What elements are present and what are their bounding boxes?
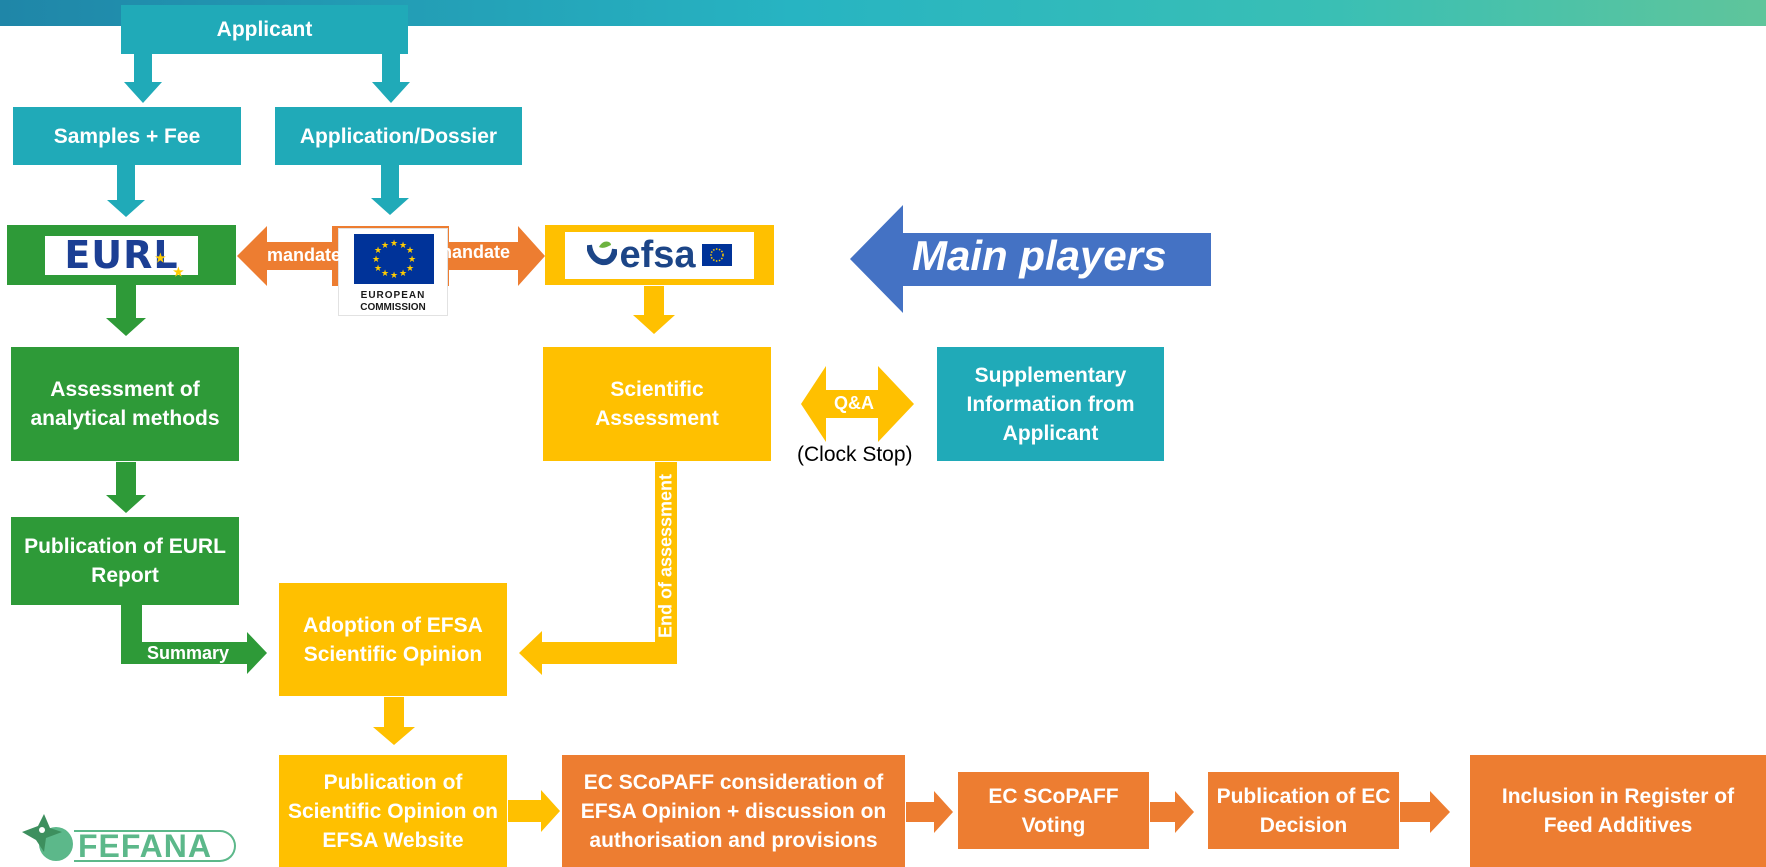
applicant-label: Applicant	[216, 18, 313, 41]
scientific-assessment-box: Scientific Assessment	[543, 347, 771, 461]
arrow-applicant-to-dossier	[372, 52, 410, 103]
arrow-efsa-to-scientific	[633, 286, 675, 334]
assessment-methods-box: Assessment of analytical methods	[11, 347, 239, 461]
mandate-right-label: mandate	[436, 242, 511, 262]
fefana-animal-icon	[22, 814, 73, 861]
summary-label: Summary	[147, 643, 230, 663]
ec-logo-line1: EUROPEAN	[360, 290, 426, 301]
svg-text:★: ★	[399, 241, 407, 251]
main-players-label: Main players	[912, 232, 1167, 279]
arrow-eurl-report-summary	[121, 605, 267, 674]
adoption-opinion-label: Adoption of EFSA Scientific Opinion	[303, 613, 483, 666]
scopaff-voting-label: EC SCoPAFF Voting	[988, 784, 1119, 837]
svg-text:★: ★	[399, 269, 407, 279]
scopaff-consideration-box: EC SCoPAFF consideration of EFSA Opinion…	[562, 755, 905, 867]
arrow-samples-to-eurl	[107, 165, 145, 217]
mandate-left-label: mandate	[267, 245, 342, 265]
svg-text:★: ★	[381, 241, 389, 251]
eurl-logo-text: EURL	[64, 232, 179, 277]
arrow-eurl-to-assessment	[106, 285, 146, 336]
publication-decision-box: Publication of EC Decision	[1208, 772, 1399, 849]
scopaff-voting-box: EC SCoPAFF Voting	[958, 772, 1149, 849]
publication-decision-label: Publication of EC Decision	[1216, 784, 1391, 837]
end-of-assessment-label: End of assessment	[655, 473, 676, 639]
eu-flag-icon: ★★★ ★★★ ★★★ ★★★	[354, 234, 434, 284]
european-commission-logo: ★★★ ★★★ ★★★ ★★★ EUROPEAN COMMISSION	[338, 228, 448, 316]
inclusion-register-label: Inclusion in Register of Feed Additives	[1501, 785, 1735, 837]
svg-text:★: ★	[374, 264, 382, 274]
svg-text:★: ★	[406, 246, 414, 256]
arrow-end-of-assessment	[519, 462, 677, 675]
publication-eurl-box: Publication of EURL Report	[11, 517, 239, 605]
svg-text:★: ★	[406, 264, 414, 274]
arrow-voting-to-publication	[1150, 791, 1194, 833]
clock-stop-label: (Clock Stop)	[797, 443, 913, 466]
efsa-logo-text: efsa	[619, 234, 696, 276]
fefana-logo-text: FEFANA	[78, 828, 212, 864]
application-dossier-label: Application/Dossier	[299, 124, 498, 148]
efsa-logo: efsa	[565, 231, 754, 279]
inclusion-register-box: Inclusion in Register of Feed Additives	[1470, 755, 1766, 867]
svg-text:★: ★	[408, 255, 416, 265]
publication-eurl-label: Publication of EURL Report	[24, 535, 226, 587]
arrow-dossier-to-ec	[371, 165, 409, 215]
svg-text:★: ★	[372, 255, 380, 265]
assessment-methods-label: Assessment of analytical methods	[30, 378, 220, 430]
ec-logo-line2: COMMISSION	[360, 302, 426, 313]
svg-text:★: ★	[390, 239, 398, 249]
applicant-box: Applicant	[121, 5, 408, 54]
samples-fee-box: Samples + Fee	[13, 107, 241, 165]
adoption-opinion-box: Adoption of EFSA Scientific Opinion	[279, 583, 507, 696]
arrow-publication-to-scopaff	[508, 790, 560, 832]
samples-fee-label: Samples + Fee	[53, 124, 201, 148]
svg-text:★: ★	[374, 246, 382, 256]
publication-opinion-label: Publication of Scientific Opinion on EFS…	[288, 770, 498, 852]
publication-opinion-box: Publication of Scientific Opinion on EFS…	[279, 755, 507, 867]
efsa-logo-box: efsa	[545, 225, 774, 285]
eurl-star-icon: ★	[155, 250, 166, 265]
arrow-scopaff-to-voting	[906, 791, 953, 833]
qa-label: Q&A	[834, 393, 874, 413]
eurl-logo: EURL ★ ★	[45, 232, 198, 279]
arrow-assessment-to-publication	[106, 462, 146, 513]
application-dossier-box: Application/Dossier	[275, 107, 522, 165]
scopaff-consideration-label: EC SCoPAFF consideration of EFSA Opinion…	[580, 770, 887, 852]
efsa-leaf-icon	[587, 241, 618, 265]
arrow-adoption-to-publication	[373, 697, 415, 745]
fefana-logo-frame	[74, 830, 236, 862]
scientific-assessment-label: Scientific Assessment	[595, 378, 719, 430]
eurl-logo-box: EURL ★ ★	[7, 225, 236, 285]
supplementary-info-box: Supplementary Information from Applicant	[937, 347, 1164, 461]
eurl-star-icon: ★	[173, 264, 184, 279]
arrow-publication-to-register	[1400, 791, 1450, 833]
fefana-logo: FEFANA	[16, 808, 238, 864]
svg-text:★: ★	[390, 271, 398, 281]
arrow-qa-double	[801, 366, 914, 442]
svg-text:★: ★	[381, 269, 389, 279]
arrow-applicant-to-samples	[124, 52, 162, 103]
supplementary-info-label: Supplementary Information from Applicant	[966, 363, 1135, 445]
eu-flag-small-icon	[701, 244, 732, 266]
main-players-arrow-shape	[850, 205, 1211, 313]
